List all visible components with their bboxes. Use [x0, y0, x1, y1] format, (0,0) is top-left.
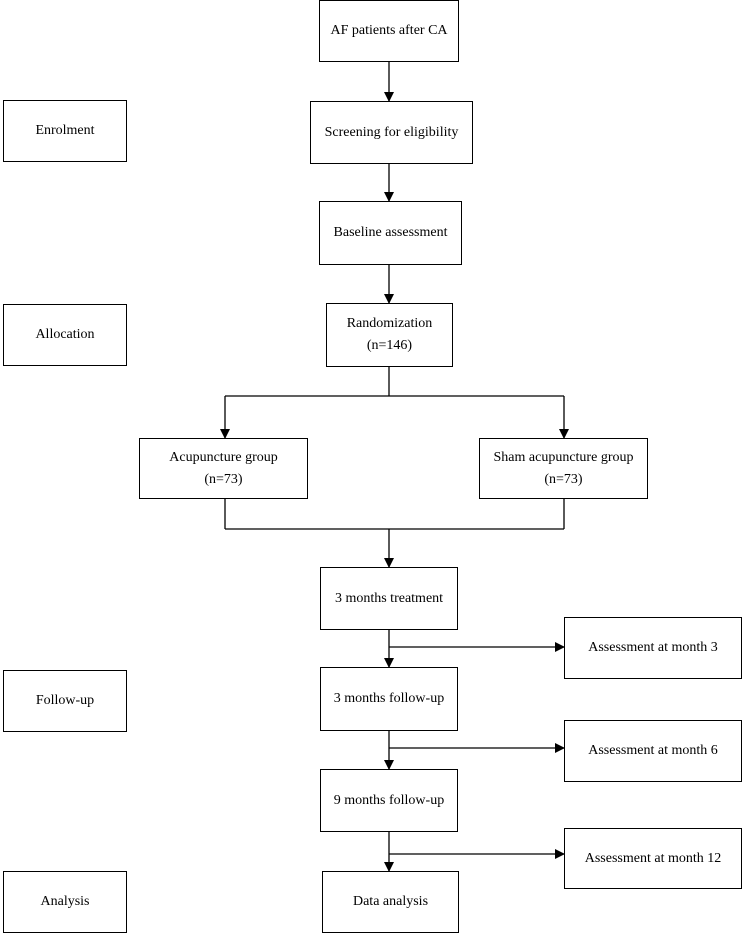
box-screening: Screening for eligibility: [310, 101, 473, 164]
stage-allocation-label: Allocation: [35, 327, 95, 342]
stage-enrolment-label: Enrolment: [35, 123, 95, 138]
box-sham-line1: Sham acupuncture group: [493, 449, 634, 465]
box-assessment-month-12-label: Assessment at month 12: [584, 850, 722, 866]
box-sham-group: Sham acupuncture group (n=73): [479, 438, 648, 499]
box-data-analysis: Data analysis: [322, 871, 459, 933]
box-assessment-month-6: Assessment at month 6: [564, 720, 742, 782]
box-acupuncture-line1: Acupuncture group: [169, 449, 278, 465]
box-treatment: 3 months treatment: [320, 567, 458, 630]
box-af-patients-label: AF patients after CA: [330, 23, 448, 38]
box-sham-line2: (n=73): [544, 471, 583, 487]
box-randomization-line1: Randomization: [346, 316, 433, 331]
box-baseline-label: Baseline assessment: [333, 225, 448, 240]
box-af-patients: AF patients after CA: [319, 0, 459, 62]
stage-allocation: Allocation: [3, 304, 127, 366]
stage-enrolment: Enrolment: [3, 100, 127, 162]
stage-followup-label: Follow-up: [35, 693, 95, 708]
box-assessment-month-3: Assessment at month 3: [564, 617, 742, 679]
box-randomization: Randomization (n=146): [326, 303, 453, 367]
box-followup-9-label: 9 months follow-up: [333, 792, 445, 808]
box-data-analysis-label: Data analysis: [352, 894, 429, 909]
box-acupuncture-group: Acupuncture group (n=73): [139, 438, 308, 499]
box-baseline: Baseline assessment: [319, 201, 462, 265]
box-assessment-month-6-label: Assessment at month 6: [588, 743, 718, 758]
stage-followup: Follow-up: [3, 670, 127, 732]
box-acupuncture-line2: (n=73): [204, 471, 243, 487]
box-randomization-line2: (n=146): [366, 338, 413, 353]
stage-analysis: Analysis: [3, 871, 127, 933]
box-followup-3: 3 months follow-up: [320, 667, 458, 731]
box-followup-3-label: 3 months follow-up: [333, 691, 445, 706]
box-assessment-month-12: Assessment at month 12: [564, 828, 742, 889]
box-treatment-label: 3 months treatment: [334, 590, 444, 606]
box-assessment-month-3-label: Assessment at month 3: [588, 640, 718, 655]
box-screening-label: Screening for eligibility: [324, 124, 459, 140]
stage-analysis-label: Analysis: [40, 894, 90, 909]
box-followup-9: 9 months follow-up: [320, 769, 458, 832]
